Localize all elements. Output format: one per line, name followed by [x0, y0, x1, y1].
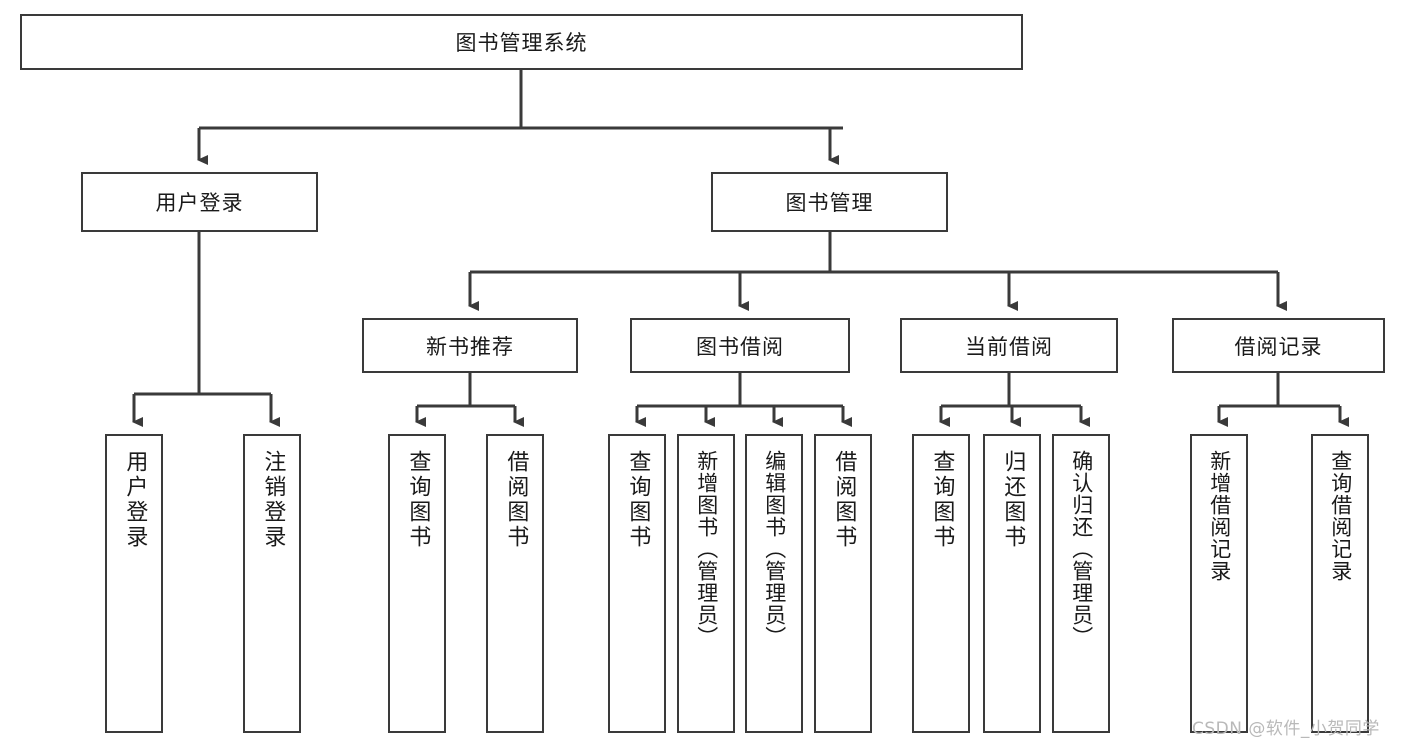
- leaf-label: 新增借阅记录: [1207, 450, 1232, 582]
- leaf-query-book-recommend[interactable]: 查询图书: [388, 434, 446, 733]
- leaf-edit-book-admin[interactable]: 编辑图书（管理员）: [745, 434, 803, 733]
- node-borrow-record-label: 借阅记录: [1234, 334, 1323, 359]
- leaf-label: 查询借阅记录: [1328, 450, 1353, 582]
- leaf-borrow-book-recommend[interactable]: 借阅图书: [486, 434, 544, 733]
- leaf-add-book-admin[interactable]: 新增图书（管理员）: [677, 434, 735, 733]
- leaf-confirm-return-admin[interactable]: 确认归还（管理员）: [1052, 434, 1110, 733]
- leaf-label: 新增图书（管理员）: [694, 450, 719, 648]
- node-new-book-recommend[interactable]: 新书推荐: [362, 318, 578, 373]
- watermark-text: CSDN @软件_小贺同学: [1192, 719, 1380, 739]
- node-book-borrow-label: 图书借阅: [696, 334, 784, 359]
- leaf-label: 查询图书: [405, 450, 431, 550]
- leaf-label: 注销登录: [260, 450, 286, 550]
- node-root[interactable]: 图书管理系统: [20, 14, 1023, 70]
- node-borrow-record[interactable]: 借阅记录: [1172, 318, 1385, 373]
- node-root-label: 图书管理系统: [455, 31, 588, 55]
- leaf-label: 确认归还（管理员）: [1069, 450, 1094, 648]
- leaf-label: 借阅图书: [503, 450, 529, 550]
- leaf-return-book[interactable]: 归还图书: [983, 434, 1041, 733]
- leaf-logout[interactable]: 注销登录: [243, 434, 301, 733]
- node-book-management-label: 图书管理: [785, 191, 874, 215]
- leaf-query-borrow-record[interactable]: 查询借阅记录: [1311, 434, 1369, 733]
- leaf-user-login[interactable]: 用户登录: [105, 434, 163, 733]
- leaf-query-book-borrow[interactable]: 查询图书: [608, 434, 666, 733]
- leaf-label: 归还图书: [1000, 450, 1026, 550]
- node-current-borrow[interactable]: 当前借阅: [900, 318, 1118, 373]
- leaf-query-book-current[interactable]: 查询图书: [912, 434, 970, 733]
- node-book-management[interactable]: 图书管理: [711, 172, 948, 232]
- leaf-label: 用户登录: [122, 450, 148, 550]
- leaf-label: 借阅图书: [831, 450, 857, 550]
- leaf-label: 查询图书: [929, 450, 955, 550]
- node-book-borrow[interactable]: 图书借阅: [630, 318, 850, 373]
- leaf-add-borrow-record[interactable]: 新增借阅记录: [1190, 434, 1248, 733]
- node-user-login-label: 用户登录: [155, 191, 244, 215]
- node-user-login[interactable]: 用户登录: [81, 172, 318, 232]
- leaf-borrow-book[interactable]: 借阅图书: [814, 434, 872, 733]
- leaf-label: 编辑图书（管理员）: [762, 450, 787, 648]
- node-new-book-recommend-label: 新书推荐: [426, 334, 514, 359]
- node-current-borrow-label: 当前借阅: [965, 334, 1053, 359]
- leaf-label: 查询图书: [625, 450, 651, 550]
